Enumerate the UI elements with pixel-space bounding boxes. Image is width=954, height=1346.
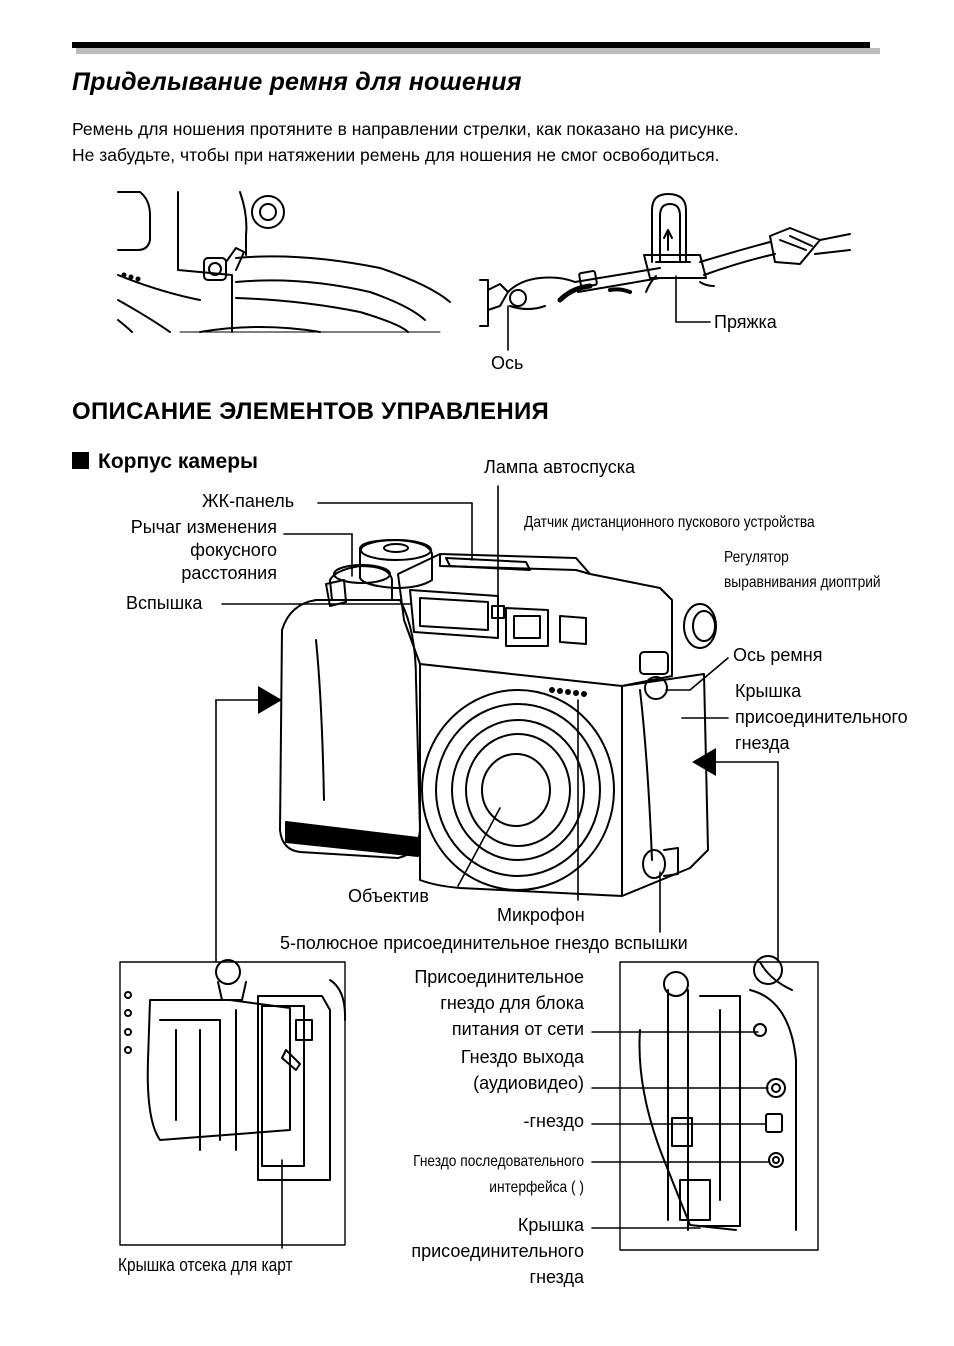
card-compartment-illustration bbox=[119, 959, 347, 1246]
strap-camera-side-illustration bbox=[117, 191, 451, 333]
camera-body-subtitle-text: Корпус камеры bbox=[98, 450, 258, 473]
label-diopter-2: выравнивания диоптрий bbox=[724, 574, 881, 591]
label-dc-in-2: гнездо для блока bbox=[440, 993, 584, 1013]
label-av-out-1: Гнездо выхода bbox=[460, 1047, 584, 1067]
connectors-illustration bbox=[619, 955, 819, 1251]
label-connector-cover-3: гнезда bbox=[735, 733, 790, 753]
header-rule bbox=[72, 42, 870, 48]
label-remote-sensor: Датчик дистанционного пускового устройст… bbox=[524, 514, 815, 531]
label-lcd-panel: ЖК-панель bbox=[202, 491, 295, 511]
label-connector-cover-1: Крышка bbox=[735, 681, 802, 701]
label-connector-cover-2: присоединительного bbox=[735, 707, 908, 727]
label-card-cover: Крышка отсека для карт bbox=[118, 1255, 293, 1275]
label-cover2-1: Крышка bbox=[517, 1215, 584, 1235]
label-dc-in-1: Присоединительное bbox=[414, 967, 584, 987]
label-lens: Объектив bbox=[348, 886, 429, 906]
header-rule-shadow bbox=[76, 48, 880, 54]
label-selftimer-lamp: Лампа автоспуска bbox=[484, 457, 636, 477]
label-zoom-lever-3: расстояния bbox=[181, 563, 277, 583]
label-microphone: Микрофон bbox=[497, 905, 585, 925]
label-cover2-3: гнезда bbox=[529, 1267, 585, 1287]
label-av-out-2: (аудиовидео) bbox=[473, 1073, 584, 1093]
bullet-square-icon bbox=[72, 452, 89, 469]
label-zoom-lever-2: фокусного bbox=[190, 540, 277, 560]
label-diopter-1: Регулятор bbox=[724, 549, 789, 566]
label-dc-in-3: питания от сети bbox=[451, 1019, 584, 1039]
label-flash: Вспышка bbox=[126, 593, 203, 613]
label-strap-axis: Ось ремня bbox=[733, 645, 823, 665]
label-usb-socket: -гнездо bbox=[523, 1111, 585, 1131]
strap-section-title: Приделывание ремня для ношения bbox=[72, 68, 522, 96]
strap-buckle-illustration bbox=[479, 193, 851, 327]
label-axis: Ось bbox=[491, 353, 524, 373]
label-cover2-2: присоединительного bbox=[411, 1241, 584, 1261]
controls-section-title: ОПИСАНИЕ ЭЛЕМЕНТОВ УПРАВЛЕНИЯ bbox=[72, 398, 550, 425]
camera-body-subtitle: Корпус камеры bbox=[72, 450, 258, 474]
label-flash-socket: 5-полюсное присоединительное гнездо вспы… bbox=[280, 933, 688, 953]
strap-paragraph-2: Не забудьте, чтобы при натяжении ремень … bbox=[72, 145, 720, 165]
callout-lines bbox=[215, 485, 779, 1249]
strap-paragraph-1: Ремень для ношения протяните в направлен… bbox=[72, 119, 739, 139]
label-zoom-lever-1: Рычаг изменения bbox=[130, 517, 277, 537]
camera-body-illustration bbox=[279, 539, 717, 897]
label-buckle: Пряжка bbox=[714, 312, 777, 332]
label-serial-2: интерфейса ( ) bbox=[489, 1179, 584, 1196]
label-serial-1: Гнездо последовательного bbox=[413, 1153, 584, 1170]
